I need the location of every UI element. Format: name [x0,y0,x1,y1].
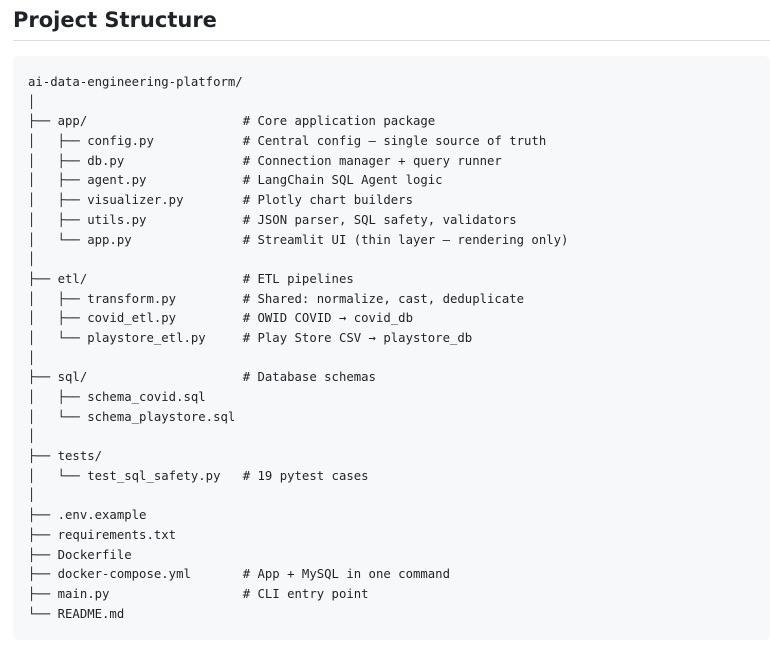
code-line: ├── docker-compose.yml # App + MySQL in … [28,567,450,582]
code-line: ├── tests/ [28,449,103,464]
code-line: │ ├── db.py # Connection manager + query… [28,153,502,168]
code-line: │ └── schema_playstore.sql [28,409,236,424]
code-line: │ [28,350,36,365]
code-line: │ [28,429,36,444]
code-line: ├── main.py # CLI entry point [28,586,369,601]
code-line: │ ├── visualizer.py # Plotly chart build… [28,193,413,208]
code-line: │ ├── utils.py # JSON parser, SQL safety… [28,212,517,227]
code-block[interactable]: ai-data-engineering-platform/ │ ├── app/ #… [13,56,770,640]
code-line: │ ├── schema_covid.sql [28,390,206,404]
code-line: │ ├── agent.py # LangChain SQL Agent log… [28,173,443,188]
section-heading: Project Structure [13,8,217,32]
code-line: └── README.md [28,606,125,621]
code-line: │ └── test_sql_safety.py # 19 pytest cas… [28,468,369,483]
code-line: │ [28,252,36,267]
project-tree[interactable]: ai-data-engineering-platform/ │ ├── app/ #… [28,73,568,624]
code-line: │ [28,94,36,109]
code-line: │ └── app.py # Streamlit UI (thin layer … [28,232,569,247]
code-line: ├── app/ # Core application package [28,114,436,129]
code-line: │ ├── config.py # Central config — singl… [28,134,547,149]
code-line: ├── etl/ # ETL pipelines [28,271,354,286]
code-line: │ [28,488,36,503]
code-line: ├── sql/ # Database schemas [28,370,376,385]
heading-divider [13,40,770,41]
code-line: ├── .env.example [28,508,147,523]
code-line: ├── Dockerfile [28,547,132,562]
code-line: │ └── playstore_etl.py # Play Store CSV … [28,330,473,345]
code-line: ├── requirements.txt [28,527,177,542]
code-line: ai-data-engineering-platform/ [28,75,243,89]
code-line: │ ├── covid_etl.py # OWID COVID → covid_… [28,311,413,326]
code-line: │ ├── transform.py # Shared: normalize, … [28,291,525,306]
